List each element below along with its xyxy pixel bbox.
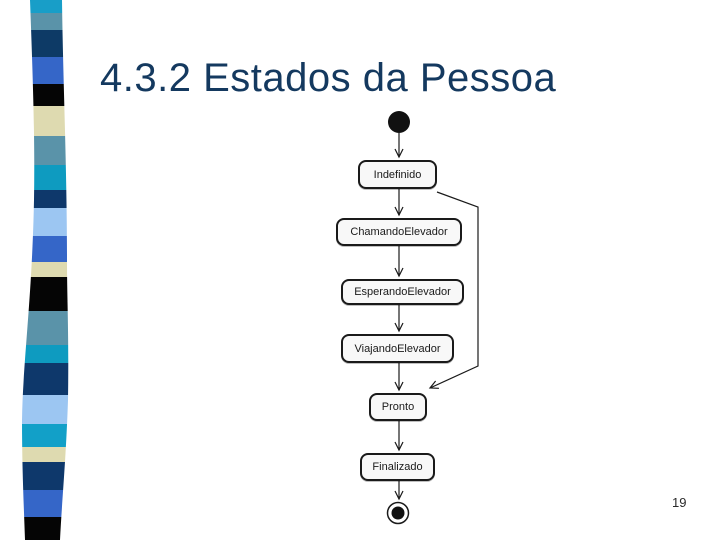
strip-segment (22, 0, 69, 13)
page-number: 19 (672, 495, 687, 510)
transition-arrow-bypass (428, 191, 479, 389)
state-pronto: Pronto (369, 393, 427, 421)
strip-segment (22, 311, 69, 345)
page-title: 4.3.2 Estados da Pessoa (100, 56, 557, 100)
strip-segment (22, 447, 69, 462)
state-label: EsperandoElevador (354, 286, 451, 298)
strip-segment (22, 363, 69, 395)
state-label: ChamandoElevador (350, 226, 448, 238)
decorative-color-strip (22, 0, 69, 540)
state-label: Pronto (381, 401, 415, 413)
state-label: Indefinido (373, 168, 422, 181)
state-chamando-elevador: ChamandoElevador (336, 218, 462, 246)
strip-segment (22, 490, 69, 517)
strip-segment (22, 462, 69, 490)
strip-segment (22, 345, 69, 363)
strip-segment (22, 424, 69, 447)
state-indefinido: Indefinido (358, 160, 437, 189)
state-finalizado: Finalizado (360, 453, 435, 481)
state-label: Finalizado (372, 461, 423, 473)
strip-segment (22, 517, 69, 540)
state-label: ViajandoElevador (354, 342, 441, 355)
strip-segment (22, 262, 69, 277)
state-viajando-elevador: ViajandoElevador (341, 334, 454, 363)
strip-segment (22, 13, 69, 30)
final-state-icon-core (391, 506, 405, 520)
initial-state-icon (388, 111, 410, 133)
state-esperando-elevador: EsperandoElevador (341, 279, 464, 305)
strip-segment (22, 84, 69, 106)
strip-segment (22, 395, 69, 424)
